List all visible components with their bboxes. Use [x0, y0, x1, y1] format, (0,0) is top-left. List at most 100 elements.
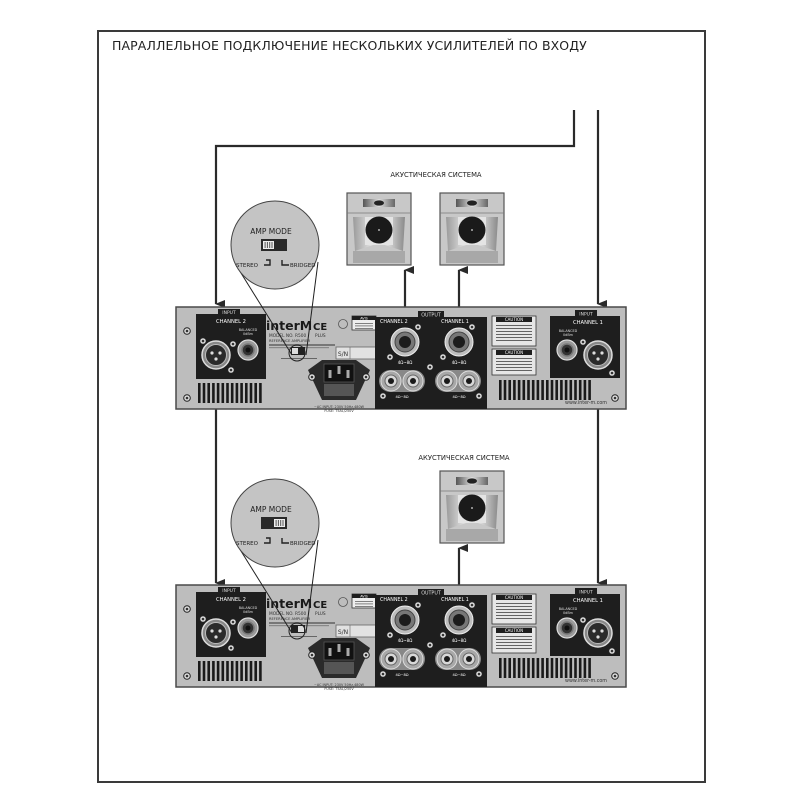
caution-label-2: CAUTION — [491, 348, 537, 376]
tweeter-icon — [374, 200, 384, 206]
amp-mode-switch — [281, 347, 317, 359]
level-label: 0dBm — [563, 333, 574, 337]
tweeter-icon — [467, 200, 477, 206]
bridged-label: BRIDGED — [290, 541, 315, 547]
sn-label: S/N — [338, 629, 348, 636]
binding-post-ch1-impedance: 4Ω~8Ω — [452, 673, 465, 677]
plus-label: PLUS — [315, 611, 326, 617]
input-channel-label: CHANNEL 1 — [573, 320, 603, 326]
website-url: www.inter-m.com — [565, 400, 607, 406]
bridged-label: BRIDGED — [290, 263, 315, 269]
avis-box: AVIS — [351, 593, 377, 609]
stereo-label: STEREO — [236, 541, 259, 547]
output-header: OUTPUT — [421, 313, 441, 319]
cert-mark-icon — [338, 319, 348, 329]
website-url: www.inter-m.com — [565, 678, 607, 684]
balanced-label: BALANCED — [559, 329, 578, 333]
binding-post-ch1-impedance: 4Ω~8Ω — [452, 395, 465, 399]
plus-label: PLUS — [315, 333, 326, 339]
vent-slots-right — [499, 380, 591, 400]
speaker-base — [353, 251, 405, 263]
vent-slots-left — [198, 661, 262, 681]
amp-mode-title: AMP MODE — [250, 505, 292, 514]
level-label: 0dBm — [563, 611, 574, 615]
level-label: 0dBm — [243, 332, 254, 336]
speaker-bottom — [439, 470, 505, 544]
ce-mark: CE — [313, 322, 327, 333]
jack-input-ch2 — [237, 339, 259, 361]
output-ch2-label: CHANNEL 2 — [380, 597, 408, 603]
speaker-top-left — [346, 192, 412, 266]
power-inlet — [308, 360, 370, 400]
amp-mode-title: AMP MODE — [250, 227, 292, 236]
speakon-ch1 — [444, 605, 474, 635]
caution-label-1: CAUTION — [491, 593, 537, 625]
brand-logo: interM — [266, 596, 312, 611]
balanced-label: BALANCED — [239, 606, 258, 610]
output-ch1-impedance: 4Ω~8Ω — [452, 638, 467, 643]
speakon-ch2 — [390, 605, 420, 635]
speaker-base — [446, 529, 498, 541]
input-wires — [214, 110, 607, 587]
avis-label: AVIS — [360, 594, 368, 598]
input-wire-ch2 — [214, 110, 576, 308]
fuse-label: FUSE: T5AL/250V — [324, 687, 354, 691]
amp-mode-callout: AMP MODE STEREO BRIDGED — [230, 478, 320, 640]
caution-title: CAUTION — [505, 317, 523, 322]
avis-box: AVIS — [351, 315, 377, 331]
caution-title: CAUTION — [505, 628, 523, 633]
balanced-label: BALANCED — [559, 607, 578, 611]
brand-logo: interM — [266, 318, 312, 333]
input-header: INPUT — [579, 590, 593, 596]
serial-number-box: S/N — [335, 346, 379, 360]
vent-slots-left — [198, 383, 262, 403]
subtitle-label: REFERENCE AMPLIFIER — [269, 339, 311, 343]
caution-title: CAUTION — [505, 350, 523, 355]
tweeter-icon — [467, 478, 477, 484]
speakon-ch2 — [390, 327, 420, 357]
switch-handle — [274, 519, 285, 527]
model-label: MODEL NO. R500 — [269, 611, 306, 617]
diagram-frame — [97, 30, 706, 783]
input-channel-label: CHANNEL 1 — [573, 598, 603, 604]
speakers-label-bottom: АКУСТИЧЕСКАЯ СИСТЕМА — [418, 454, 510, 462]
output-header: OUTPUT — [421, 591, 441, 597]
caution-label-2: CAUTION — [491, 626, 537, 654]
fuse-label: FUSE: T5AL/250V — [324, 409, 354, 413]
sn-label: S/N — [338, 351, 348, 358]
input-channel-label: CHANNEL 2 — [216, 319, 246, 325]
speakon-ch1 — [444, 327, 474, 357]
output-ch1-label: CHANNEL 1 — [441, 597, 469, 603]
output-ch1-label: CHANNEL 1 — [441, 319, 469, 325]
xlr-input-ch1 — [583, 340, 613, 370]
jack-input-ch1 — [556, 339, 578, 361]
amp-mode-callout: AMP MODE STEREO BRIDGED — [230, 200, 320, 362]
balanced-label: BALANCED — [239, 328, 258, 332]
model-label: MODEL NO. R500 — [269, 333, 306, 339]
switch-handle — [263, 241, 274, 249]
speaker-base — [446, 251, 498, 263]
caution-label-1: CAUTION — [491, 315, 537, 347]
ac-input-label: ~AC INPUT: 230V 50Hz,480W — [314, 683, 365, 687]
input-header: INPUT — [579, 312, 593, 318]
speakers-label-top: АКУСТИЧЕСКАЯ СИСТЕМА — [390, 171, 482, 179]
xlr-input-ch2 — [201, 618, 231, 648]
input-header: INPUT — [222, 310, 236, 316]
input-header: INPUT — [222, 588, 236, 594]
output-ch2-label: CHANNEL 2 — [380, 319, 408, 325]
output-ch2-impedance: 4Ω~8Ω — [398, 638, 413, 643]
stereo-label: STEREO — [236, 263, 259, 269]
xlr-input-ch2 — [201, 340, 231, 370]
ac-input-label: ~AC INPUT: 230V 50Hz,480W — [314, 405, 365, 409]
output-ch2-impedance: 4Ω~8Ω — [398, 360, 413, 365]
subtitle-label: REFERENCE AMPLIFIER — [269, 617, 311, 621]
xlr-input-ch1 — [583, 618, 613, 648]
